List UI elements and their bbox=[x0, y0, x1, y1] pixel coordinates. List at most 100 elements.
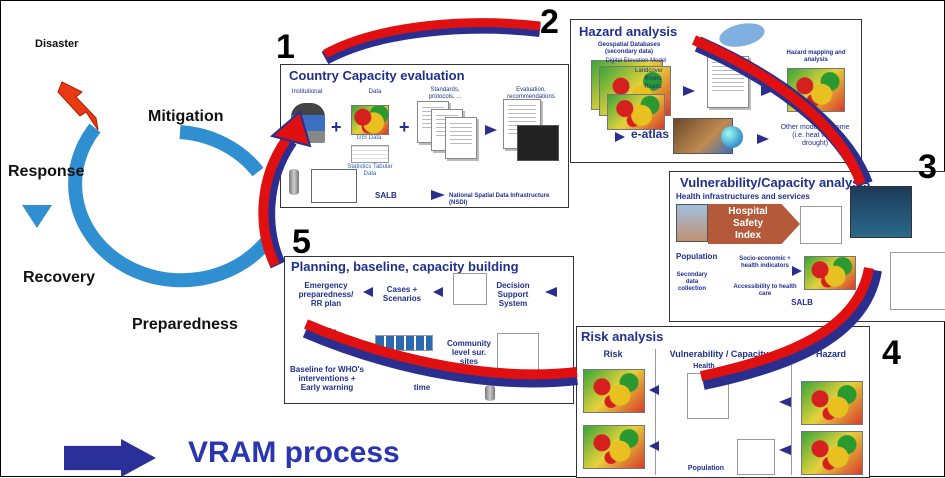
arrow-to-pop-map bbox=[792, 266, 802, 276]
lightning-icon bbox=[57, 81, 99, 131]
legend-label: VRAM process bbox=[188, 436, 400, 469]
panel5-title: Planning, baseline, capacity building bbox=[291, 259, 519, 274]
panel-vulnerability-capacity: Vulnerability/Capacity analysis Health i… bbox=[669, 171, 945, 322]
emergency-label: Emergency preparedness/ RR plan bbox=[298, 281, 354, 309]
arrow-dss-to-cases bbox=[433, 287, 443, 297]
disaster-cycle bbox=[22, 81, 274, 288]
layer-landcover: Landcover bbox=[634, 68, 664, 74]
cycle-ring bbox=[68, 123, 274, 288]
population-label: Population bbox=[676, 252, 718, 261]
health-infra-label: Health infrastructures and services bbox=[676, 192, 810, 201]
col-hazard: Hazard bbox=[815, 349, 846, 359]
arrow-v-to-r-1 bbox=[649, 385, 659, 395]
col-risk: Risk bbox=[603, 349, 623, 359]
panel2-title: Hazard analysis bbox=[579, 24, 678, 39]
layer-rivers: Rivers bbox=[644, 76, 662, 82]
arrow-to-nsdi bbox=[431, 190, 445, 200]
arrow-to-eatlas bbox=[615, 132, 625, 142]
step-4: 4 bbox=[882, 334, 901, 372]
layer-stack-top bbox=[607, 94, 665, 130]
db-cylinder-icon bbox=[289, 169, 299, 195]
salb-label: SALB bbox=[375, 191, 397, 200]
network-map-thumb bbox=[890, 252, 945, 310]
hazard-map-2 bbox=[801, 431, 863, 475]
baseline-label: Baseline for WHO's interventions + Early… bbox=[290, 365, 364, 393]
flow-5-to-1 bbox=[258, 135, 297, 269]
report-cover bbox=[850, 186, 912, 238]
db-cylinder-icon-5 bbox=[485, 385, 495, 401]
evaluation-dark-thumb bbox=[517, 125, 559, 161]
gis-data-label: GIS Data bbox=[356, 135, 382, 141]
label-disaster: Disaster bbox=[35, 38, 79, 50]
dss-label: Decision Support System bbox=[496, 281, 530, 309]
nsdi-label: National Spatial Data Infrastructure (NS… bbox=[449, 193, 550, 206]
flow-2-to-3 bbox=[691, 35, 873, 187]
arrow-v-to-r-2 bbox=[649, 441, 659, 451]
plus-icon: + bbox=[331, 117, 342, 137]
health-sub-label: Health bbox=[693, 363, 715, 370]
standards-doc-3 bbox=[445, 117, 477, 159]
flow-4-to-5 bbox=[302, 319, 578, 388]
label-recovery: Recovery bbox=[23, 269, 96, 286]
hospital-photo bbox=[676, 204, 708, 242]
flow-arrowhead-into-1 bbox=[269, 110, 312, 148]
eatlas-label: e-atlas bbox=[631, 127, 670, 141]
panel3-title: Vulnerability/Capacity analysis bbox=[680, 175, 871, 190]
dss-screen-thumb bbox=[453, 273, 487, 305]
layer-roads: Roads bbox=[644, 84, 662, 90]
hazard-mapping-label: Hazard mapping and analysis bbox=[786, 50, 846, 63]
col-data: Data bbox=[368, 89, 382, 95]
globe-icon bbox=[721, 126, 743, 148]
population-sub-label: Population bbox=[687, 465, 725, 472]
flow-1-to-2 bbox=[321, 18, 541, 65]
risk-map-1 bbox=[583, 369, 645, 413]
layer-dem: Digital Elevation Model bbox=[605, 58, 667, 64]
other-models-label: Other models to come (i.e. heat wave dro… bbox=[780, 124, 850, 148]
label-mitigation: Mitigation bbox=[148, 108, 224, 125]
secondary-data-label: Secondary data collection bbox=[676, 272, 708, 292]
panel4-title: Risk analysis bbox=[581, 329, 664, 344]
arrow-to-mapping bbox=[761, 86, 773, 96]
risk-map-2 bbox=[583, 425, 645, 469]
stat-data-label: Statistics Tabular Data bbox=[347, 164, 393, 177]
community-label: Community level sur. sites bbox=[447, 339, 491, 367]
socio-economic-label: Socio-economic + health indicators bbox=[739, 256, 791, 269]
gis-map-thumb bbox=[351, 105, 389, 135]
col-standards: Standards, protocols, ... bbox=[428, 87, 462, 100]
label-response: Response bbox=[8, 163, 85, 180]
arrow-h-to-v-1 bbox=[779, 397, 791, 407]
time-label: time bbox=[413, 383, 431, 392]
arrow-into-dss bbox=[545, 287, 557, 297]
hospital-safety-index-arrow bbox=[708, 204, 800, 244]
health-map-thumb bbox=[800, 206, 842, 244]
stat-table-thumb bbox=[351, 145, 389, 163]
step-2: 2 bbox=[540, 3, 559, 41]
divider-2 bbox=[791, 349, 792, 475]
accessibility-label: Accessibility to health care bbox=[733, 284, 797, 297]
arrow-cases-to-emergency bbox=[363, 287, 373, 297]
step-5: 5 bbox=[292, 223, 311, 261]
plus-icon-2: + bbox=[399, 117, 410, 137]
panel-hazard-analysis: Hazard analysis Geospatial Databases (se… bbox=[570, 19, 862, 163]
arrow-h-to-v-2 bbox=[779, 445, 791, 455]
label-preparedness: Preparedness bbox=[132, 316, 238, 333]
population-map-thumb bbox=[804, 256, 856, 290]
hazard-map-1 bbox=[801, 381, 863, 425]
arrow-to-eval bbox=[485, 125, 497, 135]
plan-doc-thumb bbox=[375, 335, 433, 351]
arrow-to-other bbox=[757, 134, 769, 144]
hospital-safety-index-label: Hospital Safety Index bbox=[728, 206, 768, 241]
geo-db-label: Geospatial Databases (secondary data) bbox=[597, 42, 661, 55]
col-evaluation: Evaluation, recommendations bbox=[507, 87, 555, 100]
step-1: 1 bbox=[276, 28, 295, 66]
flow-3-to-4 bbox=[699, 267, 882, 390]
col-institutional: Institutional bbox=[291, 89, 323, 95]
vuln-map-2 bbox=[737, 439, 775, 475]
col-vulnerability: Vulnerability / Capacity bbox=[669, 349, 769, 359]
arrow-to-docs bbox=[683, 86, 695, 96]
panel-risk-analysis: Risk analysis Risk Vulnerability / Capac… bbox=[576, 326, 870, 478]
admin-map-thumb bbox=[311, 169, 357, 203]
divider-1 bbox=[655, 349, 656, 475]
salb-label-3: SALB bbox=[791, 298, 813, 307]
